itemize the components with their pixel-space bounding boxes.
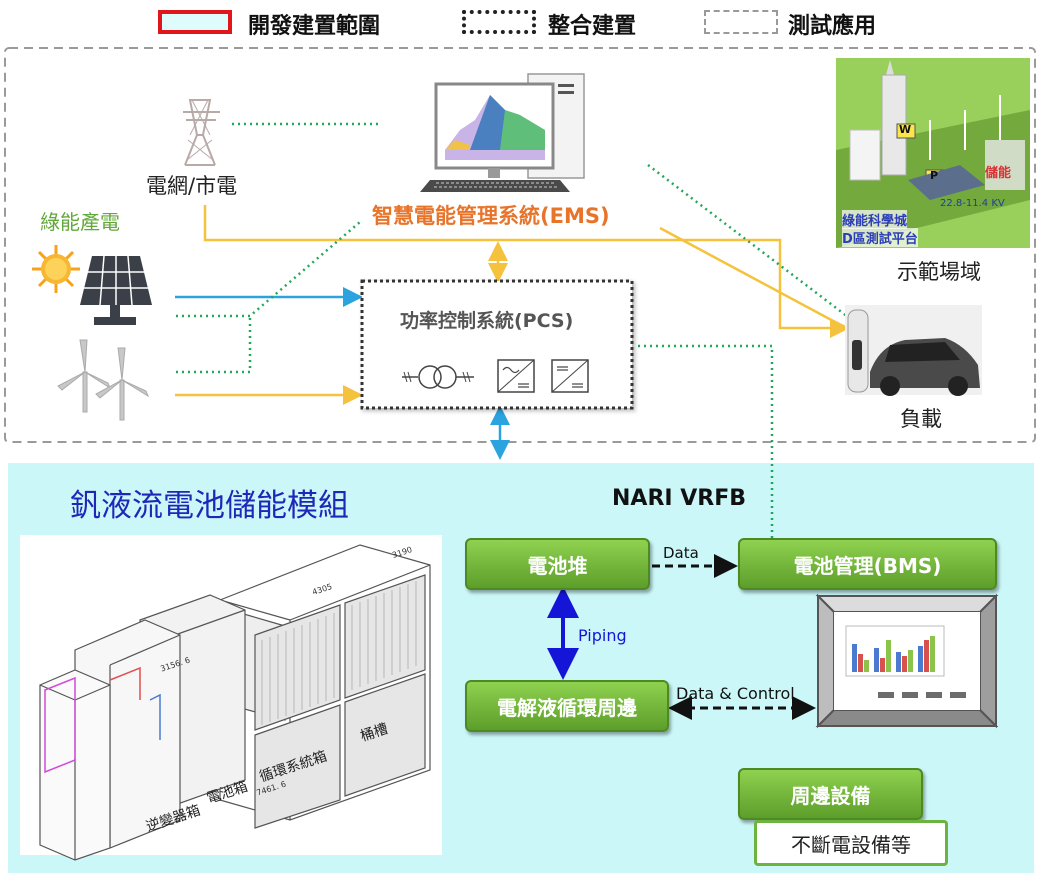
demo-badge-w: W (899, 123, 912, 136)
electrolyte-circulation-button[interactable]: 電解液循環周邊 (465, 680, 669, 732)
module-title: 釩液流電池儲能模組 (70, 488, 349, 524)
computer-icon (420, 73, 585, 192)
bms-button[interactable]: 電池管理(BMS) (738, 538, 997, 590)
battery-stack-button[interactable]: 電池堆 (465, 538, 650, 590)
ups-box: 不斷電設備等 (754, 820, 948, 866)
wind-turbine-icon (57, 339, 150, 421)
battery-module-drawing (20, 535, 442, 861)
solar-panel-icon (80, 255, 152, 325)
legend-dev-scope-label: 開發建置範圍 (248, 14, 381, 39)
legend-integration-label: 整合建置 (548, 14, 637, 39)
transformer-icon (402, 365, 474, 389)
peripheral-equipment-button[interactable]: 周邊設備 (738, 768, 923, 820)
demo-caption-line1: 綠能科學城 (842, 210, 908, 229)
grid-label: 電網/市電 (146, 174, 238, 198)
demo-voltage-text: 22.8-11.4 KV (940, 198, 1005, 209)
demo-badge-p: P (930, 169, 939, 182)
inverter-icon (497, 359, 535, 393)
monitor-icon (815, 593, 999, 729)
data-control-arrow-label: Data & Control (676, 684, 795, 703)
pcs-box (360, 279, 634, 410)
ev-charging-icon (845, 305, 982, 396)
power-tower-icon (183, 99, 220, 166)
demo-caption-line2: D區測試平台 (842, 228, 918, 247)
legend-dev-scope-swatch (158, 10, 232, 34)
legend-integration-swatch (462, 10, 536, 34)
data-arrow-label: Data (663, 544, 699, 562)
ems-label: 智慧電能管理系統(EMS) (372, 204, 610, 228)
load-label: 負載 (900, 407, 942, 431)
mini-chart-icon (845, 625, 945, 677)
green-power-label: 綠能產電 (40, 210, 120, 234)
demo-site-label: 示範場域 (897, 260, 981, 284)
nari-title: NARI VRFB (612, 486, 746, 511)
legend-test-label: 測試應用 (788, 14, 877, 39)
demo-storage-text: 儲能 (985, 166, 1012, 181)
converter-icon (551, 359, 589, 393)
pcs-label: 功率控制系統(PCS) (400, 310, 574, 332)
piping-arrow-label: Piping (578, 626, 627, 645)
test-area-border (4, 47, 1036, 443)
legend-test-swatch (704, 10, 778, 34)
sun-icon (32, 245, 80, 293)
